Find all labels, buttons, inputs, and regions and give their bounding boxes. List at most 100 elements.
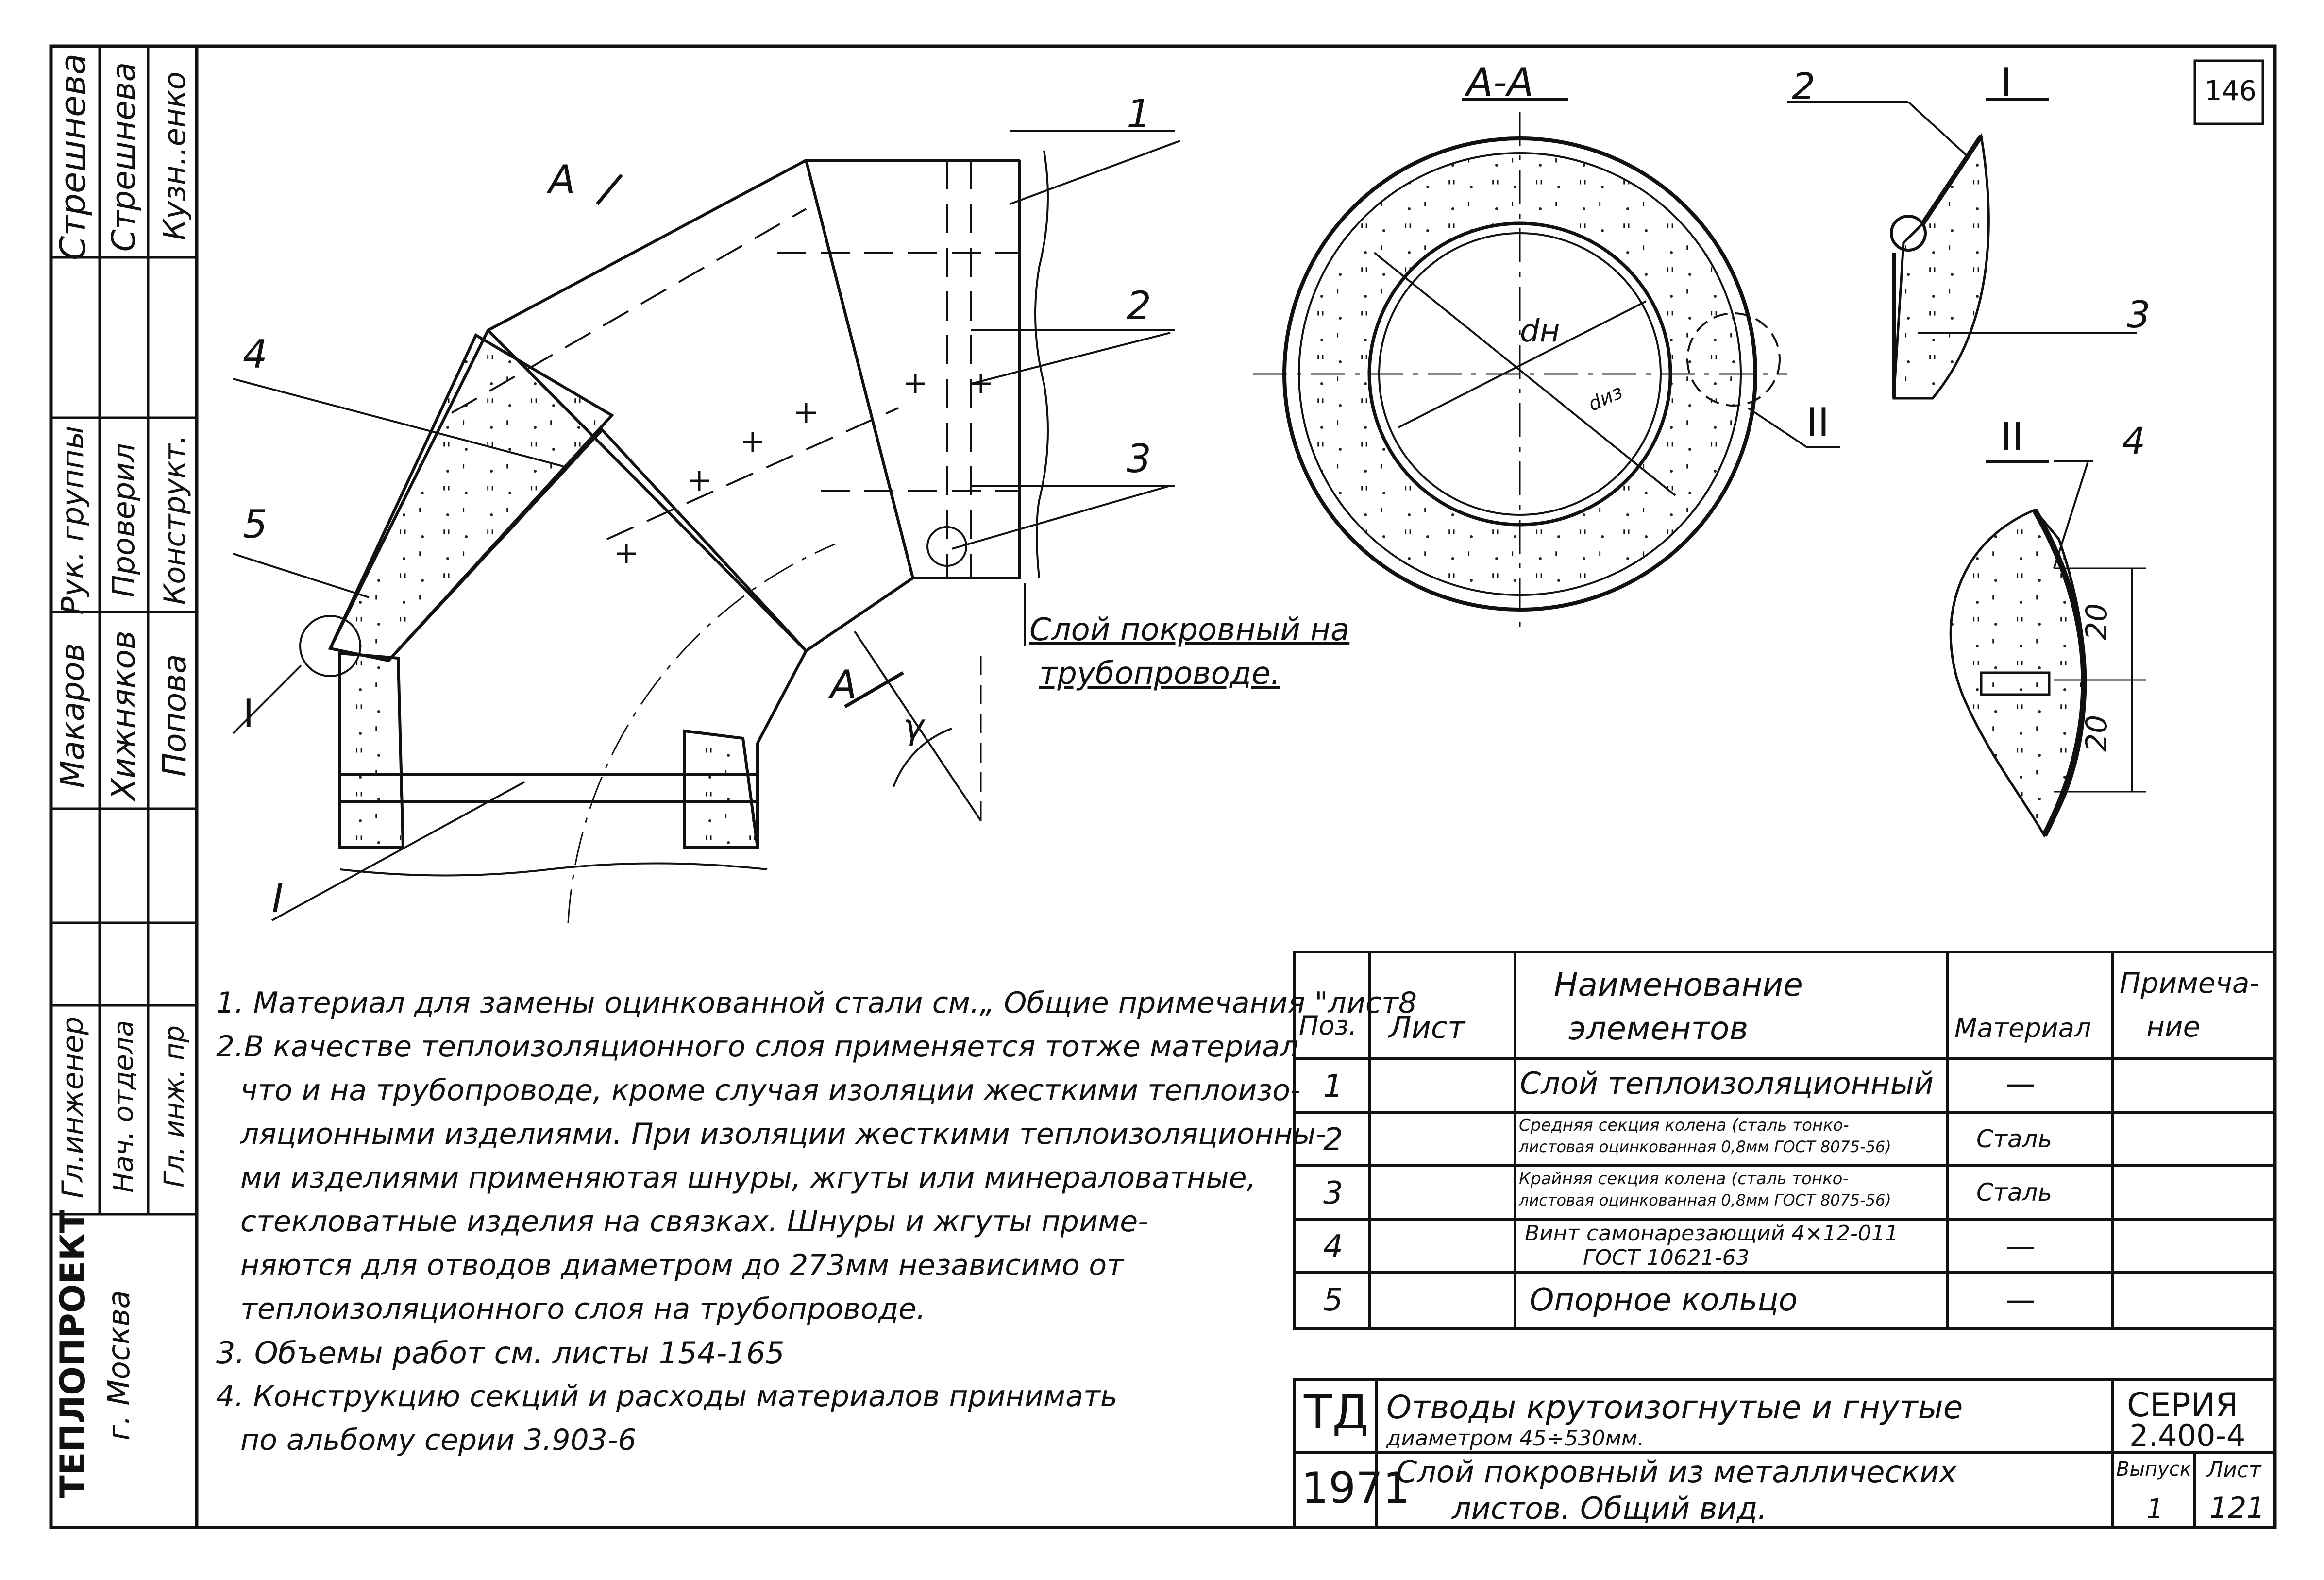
callout-1: 5 <box>243 502 268 547</box>
elbow-inner-contour <box>387 427 914 662</box>
tb-subtitle-1: Слой покровный из металлических <box>1396 1454 1957 1490</box>
stamp-col2-0: Стрешнева <box>105 62 142 252</box>
note-2-cont-3: ми изделиями применяютая шнуры, жгуты ил… <box>240 1161 1256 1195</box>
note-4-cont: по альбому серии 3.903-6 <box>240 1423 637 1457</box>
callout-detail-i: I <box>243 691 254 736</box>
view-ii-label: II <box>2001 414 2024 459</box>
detail-circle-i <box>299 615 361 677</box>
stamp-col2-1: Хижняков <box>105 630 142 800</box>
note-2-cont-6: теплоизоляционного слоя на трубопроводе. <box>240 1292 926 1326</box>
th-pos: Поз. <box>1299 1010 1357 1041</box>
elbow-segment-edge-2 <box>805 160 914 578</box>
th-note-2: ние <box>2146 1010 2201 1043</box>
stamp-col3-0: Кузн..енко <box>157 71 192 240</box>
row-4-name-2: ГОСТ 10621-63 <box>1583 1245 1750 1270</box>
section-mark-a-bottom: А <box>830 662 857 707</box>
note-4: 4. Конструкцию секций и расходы материал… <box>216 1379 1118 1413</box>
dh-label: dн <box>1520 313 1560 349</box>
tb-title-1: Отводы крутоизогнутые и гнутые <box>1386 1389 1963 1426</box>
row-3-pos: 3 <box>1323 1175 1343 1211</box>
note-2-cont-4: стекловатные изделия на связках. Шнуры и… <box>240 1205 1148 1239</box>
view-i-title: I <box>2001 60 2012 105</box>
th-name-1: Наименование <box>1554 966 1803 1003</box>
row-5-name: Опорное кольцо <box>1530 1282 1798 1318</box>
detail-i-callout-3: 3 <box>2127 293 2151 336</box>
detail-i-callout-2: 2 <box>1792 65 1816 108</box>
cover-label-line1: Слой покровный на <box>1029 612 1350 648</box>
detail-i <box>1787 98 2137 400</box>
row-2-material: Сталь <box>1976 1125 2053 1153</box>
note-2-cont-1: что и на трубопроводе, кроме случая изол… <box>240 1073 1301 1107</box>
row-2-name-2: листовая оцинкованная 0,8мм ГОСТ 8075-56… <box>1519 1138 1891 1156</box>
title-block-grid <box>1293 1378 2276 1529</box>
elbow-end-cap <box>913 160 1021 579</box>
tb-issue-label: Выпуск <box>2116 1458 2191 1480</box>
note-3: 3. Объемы работ см. листы 154-165 <box>216 1335 785 1371</box>
callout-5-bottom: I <box>272 876 284 921</box>
tb-series-value: 2.400-4 <box>2129 1418 2246 1453</box>
row-3-material: Сталь <box>1976 1178 2053 1206</box>
note-2-cont-5: няются для отводов диаметром до 273мм не… <box>240 1248 1124 1282</box>
note-1: 1. Материал для замены оцинкованной стал… <box>216 986 1417 1020</box>
detail-ii <box>1949 460 2146 838</box>
callout-3: 1 <box>1127 91 1151 136</box>
elbow-segment-edge-1 <box>487 329 808 652</box>
row-4-pos: 4 <box>1323 1229 1343 1265</box>
stamp-city: г. Москва <box>101 1290 136 1441</box>
callout-detail-ii: II <box>1806 400 1830 445</box>
row-2-name-1: Средняя секция колена (сталь тонко- <box>1519 1116 1849 1135</box>
th-sheet: Лист <box>1389 1010 1465 1045</box>
tb-issue-value: 1 <box>2146 1494 2164 1525</box>
section-aa-title: А-А <box>1466 60 1534 105</box>
stamp-col1-2: Рук. группы <box>55 425 90 615</box>
stamp-col2-2: Проверил <box>106 443 141 597</box>
stamp-col3-2: Конструкт. <box>158 434 192 605</box>
dim-20-lower: 20 <box>2080 714 2114 752</box>
tb-series-label: СЕРИЯ <box>2127 1386 2239 1425</box>
dim-20-upper: 20 <box>2080 603 2114 641</box>
spec-table-grid <box>1293 951 2276 1330</box>
sheet-frame <box>49 44 2277 1529</box>
row-3-name-2: листовая оцинкованная 0,8мм ГОСТ 8075-56… <box>1519 1191 1891 1209</box>
elbow-view <box>299 150 1049 923</box>
stamp-role-0: Гл.инженер <box>56 1016 90 1199</box>
tb-year: 1971 <box>1301 1463 1410 1513</box>
insulation-layer-left <box>328 333 614 663</box>
th-name-2: элементов <box>1568 1010 1749 1047</box>
stamp-col1-0: Стрешнева <box>52 53 93 260</box>
sheet-number-box <box>2193 59 2264 125</box>
th-note-1: Примеча- <box>2120 967 2260 1000</box>
tb-sheet-value: 121 <box>2209 1491 2265 1525</box>
support-ring <box>338 773 759 803</box>
elbow-leaders <box>232 130 1180 921</box>
callout-5: 3 <box>1127 436 1151 481</box>
stamp-col1-1: Макаров <box>54 643 91 788</box>
cover-label-line2: трубопроводе. <box>1039 656 1280 692</box>
callout-2: 4 <box>243 332 268 377</box>
row-4-name-1: Винт самонарезающий 4×12-011 <box>1525 1221 1899 1246</box>
row-2-pos: 2 <box>1323 1122 1343 1158</box>
tb-org-code: ТД <box>1304 1385 1369 1440</box>
row-1-name: Слой теплоизоляционный <box>1520 1066 1934 1101</box>
stamp-role-1: Нач. отдела <box>108 1020 139 1193</box>
gamma-label: γ <box>903 706 924 747</box>
row-5-material: — <box>2005 1282 2036 1317</box>
stamp-role-2: Гл. инж. пр <box>159 1025 190 1188</box>
tb-title-2: диаметром 45÷530мм. <box>1386 1426 1645 1451</box>
th-material: Материал <box>1954 1013 2091 1043</box>
stamp-col3-1: Попова <box>156 654 193 777</box>
elbow-outer-contour <box>329 159 1020 649</box>
callout-4: 2 <box>1127 283 1151 328</box>
row-1-pos: 1 <box>1323 1069 1343 1104</box>
section-mark-a-top: А <box>549 157 575 202</box>
sheet-number: 146 <box>2205 75 2257 107</box>
section-a-a <box>1253 98 1840 636</box>
note-2-cont-2: ляционными изделиями. При изоляции жестк… <box>240 1117 1327 1151</box>
row-1-material: — <box>2005 1066 2036 1101</box>
tb-sheet-label: Лист <box>2207 1458 2261 1482</box>
insulation-layer-right <box>683 729 759 849</box>
side-stamp-grid <box>51 46 197 1216</box>
stamp-org: ТЕПЛОПРОЕКТ <box>53 1210 93 1498</box>
note-2: 2.В качестве теплоизоляционного слоя при… <box>216 1030 1299 1064</box>
